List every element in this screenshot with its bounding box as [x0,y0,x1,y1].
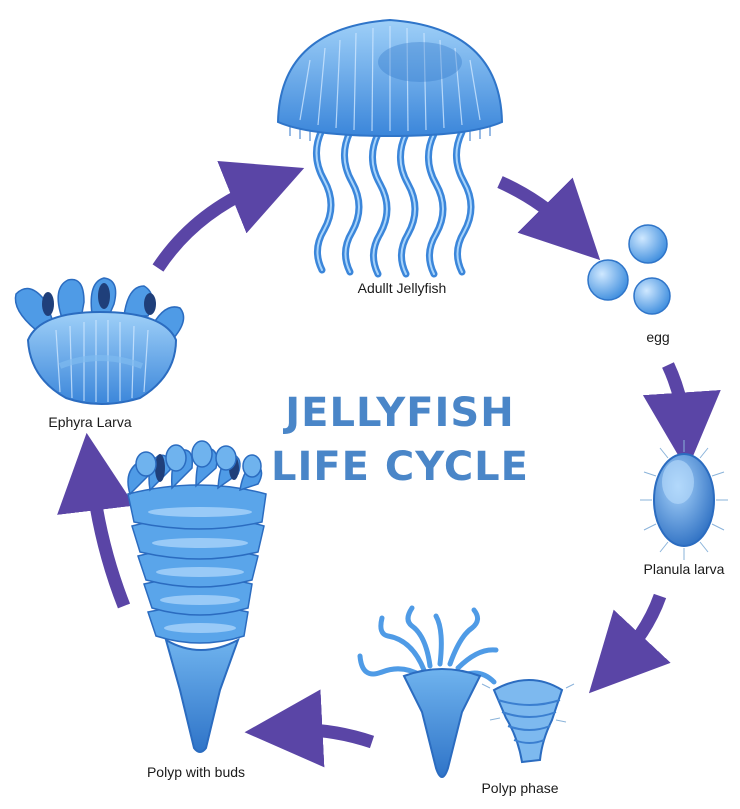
polyp-phase-illustration [357,605,575,778]
adult-jellyfish-illustration [276,18,504,278]
egg-illustration [587,224,671,315]
arrow-buds-to-ephyra [57,432,135,609]
stage-label-adult-jellyfish: Adullt Jellyfish [358,280,447,296]
ephyra-larva-illustration [14,277,185,405]
arrow-planula-to-polyp [588,593,671,694]
arrow-adult-to-egg [497,176,601,261]
polyp-with-buds-illustration [127,440,267,753]
cycle-arrows [57,160,721,768]
planula-larva-illustration [640,440,728,560]
title-line-2: LIFE CYCLE [271,444,529,490]
stage-label-polyp-with-buds: Polyp with buds [147,764,245,780]
title-line-1: JELLYFISH [282,390,514,436]
arrow-ephyra-to-adult [152,160,305,272]
arrow-egg-to-planula [642,362,721,471]
stage-label-egg: egg [646,329,669,345]
arrow-polyp-to-buds [244,689,375,768]
stage-label-ephyra-larva: Ephyra Larva [48,414,131,430]
stage-label-planula-larva: Planula larva [644,561,725,577]
diagram-title: JELLYFISH LIFE CYCLE [271,390,529,490]
stage-label-polyp-phase: Polyp phase [481,780,558,796]
